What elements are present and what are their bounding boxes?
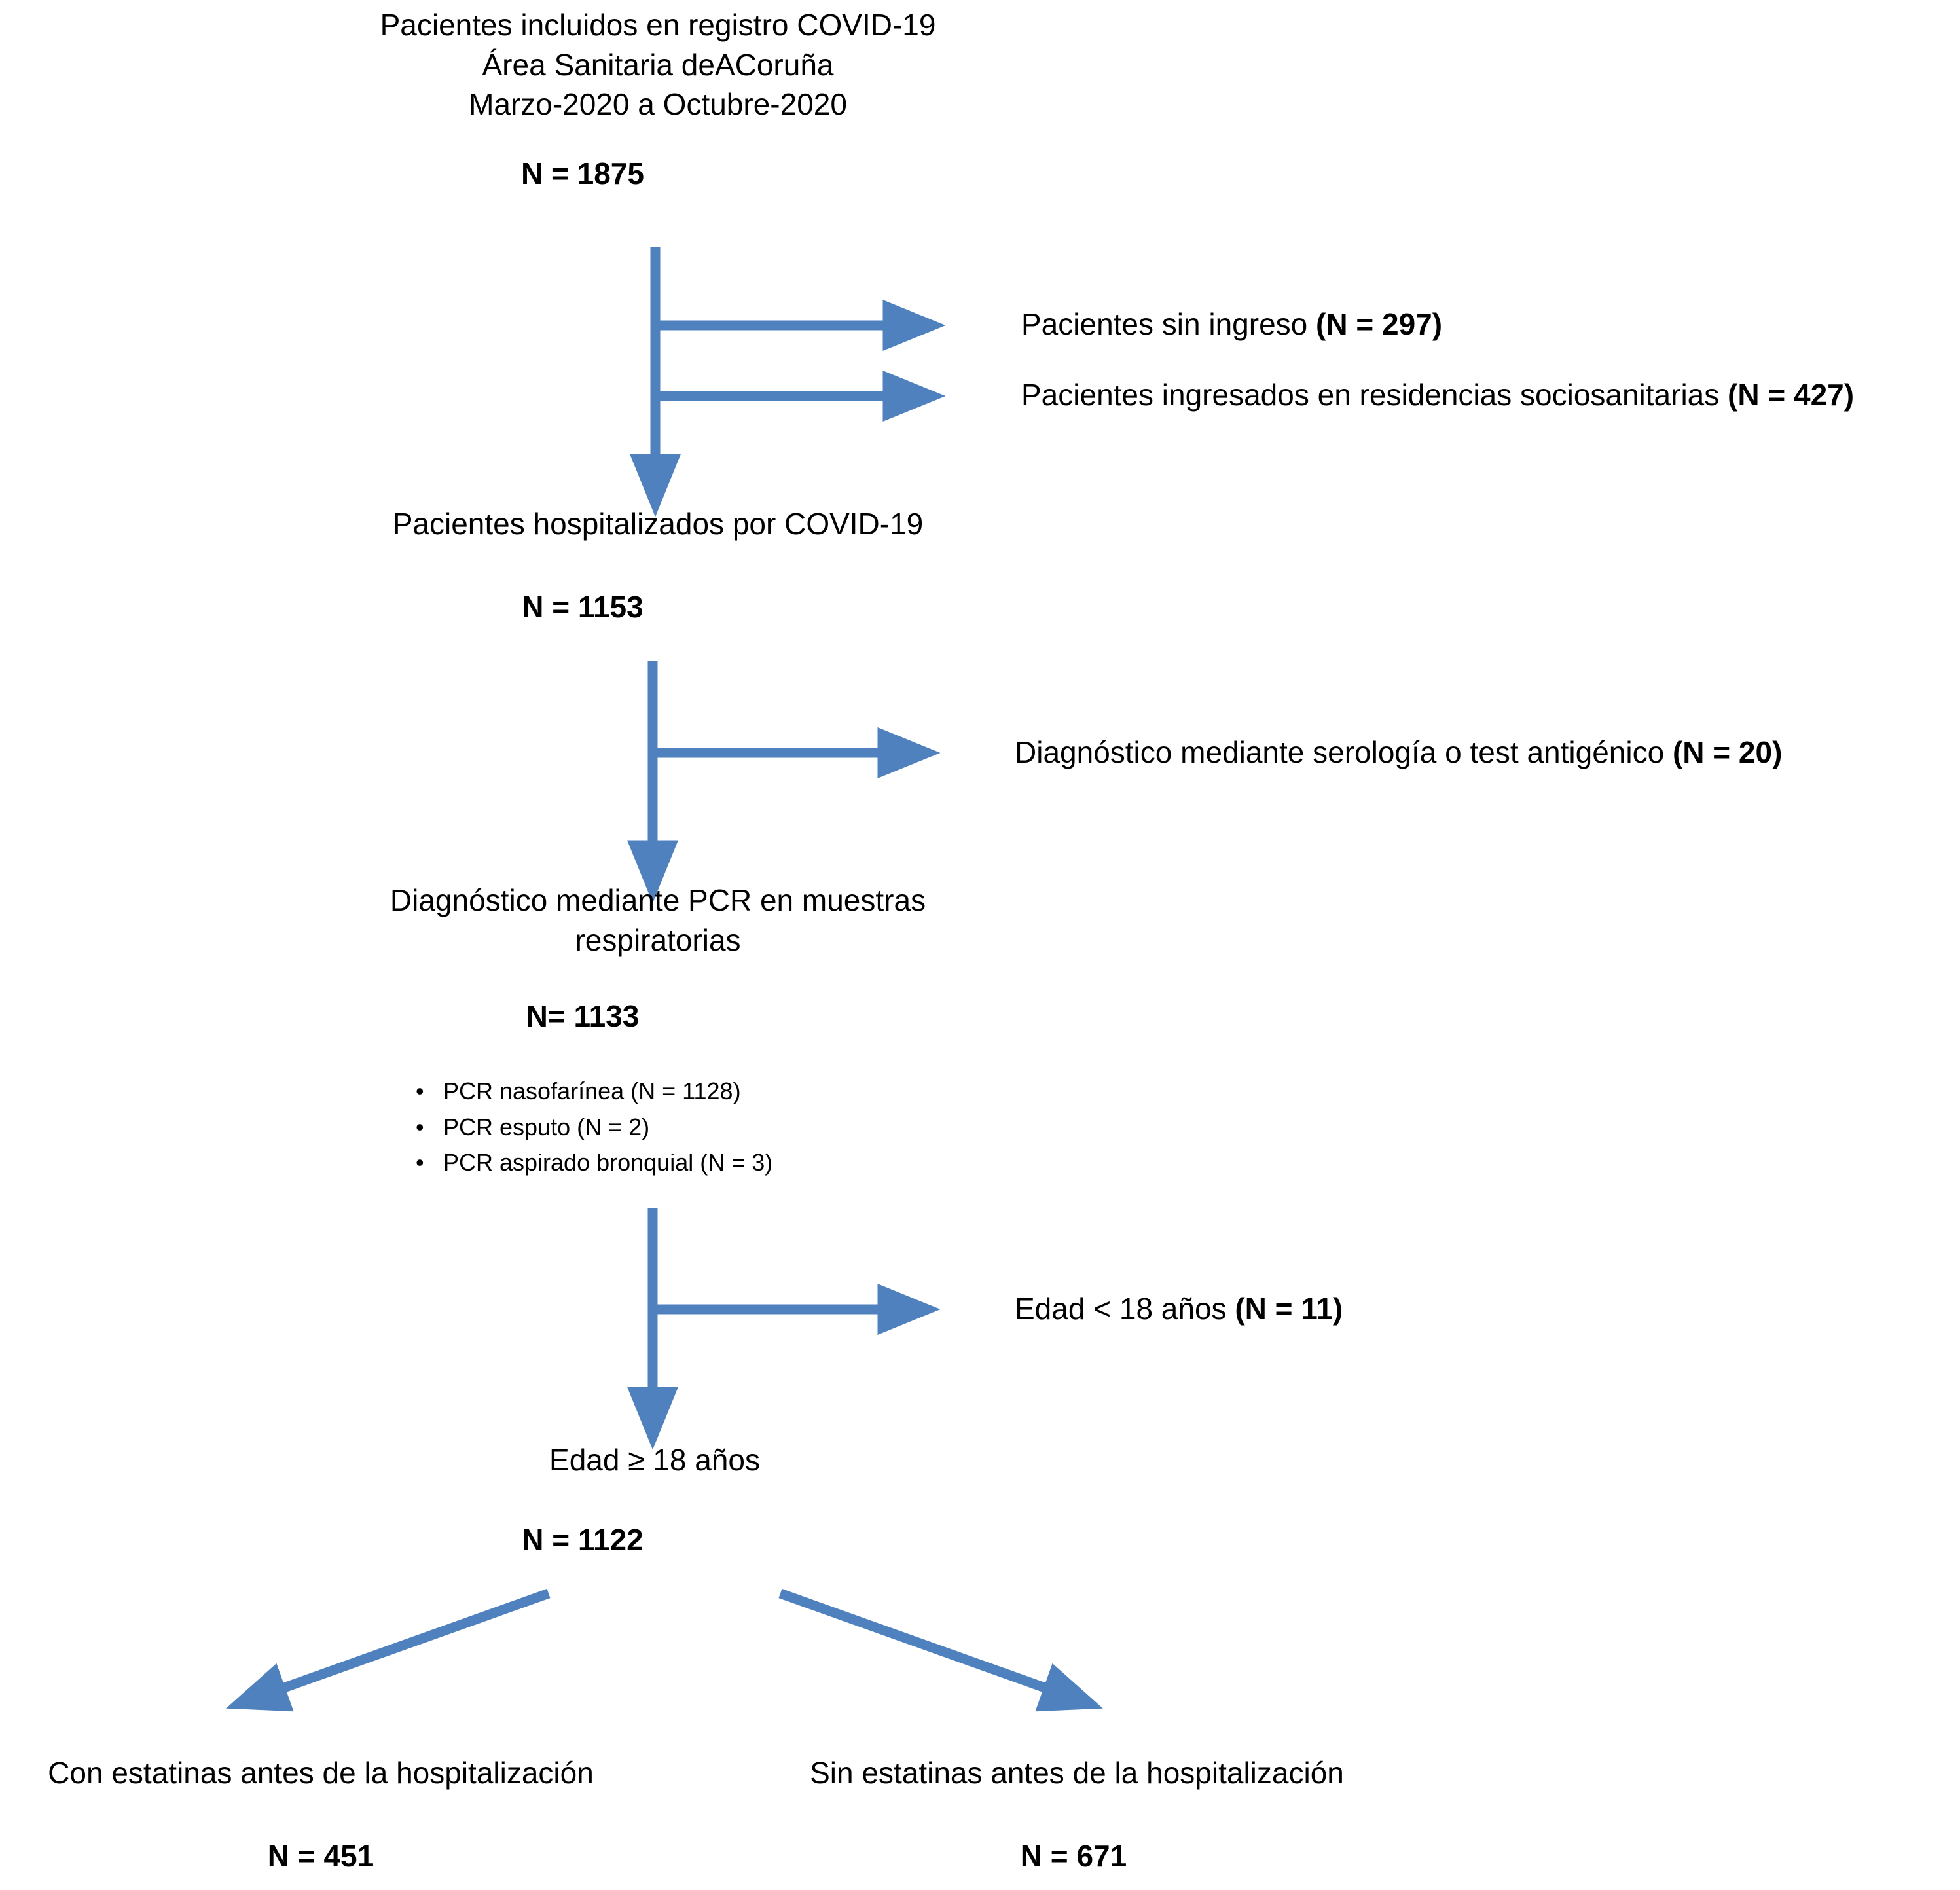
- node-hospitalized-text: Pacientes hospitalizados por COVID-19: [392, 507, 924, 541]
- list-item: • PCR aspirado bronquial (N = 3): [416, 1145, 772, 1181]
- connector-adults-to-statins-yes: [226, 1588, 551, 1712]
- node-registry-text: Pacientes incluidos en registro COVID-19…: [380, 8, 936, 122]
- bullet-icon: •: [416, 1113, 424, 1140]
- node-statins-yes-text: Con estatinas antes de la hospitalizació…: [48, 1756, 594, 1790]
- node-pcr-text: Diagnóstico mediante PCR en muestras res…: [390, 883, 926, 957]
- exclusion-no-admission: Pacientes sin ingreso (N = 297): [1021, 306, 1442, 342]
- exclusion-serology: Diagnóstico mediante serología o test an…: [1015, 735, 1782, 770]
- bullet-icon: •: [416, 1149, 424, 1176]
- exclusion-nursing-homes: Pacientes ingresados en residencias soci…: [1021, 377, 1854, 412]
- exclusion-no-admission-count: (N = 297): [1316, 307, 1443, 341]
- list-item: • PCR nasofarínea (N = 1128): [416, 1074, 772, 1110]
- node-adults-count: N = 1122: [522, 1523, 644, 1557]
- exclusion-underage: Edad < 18 años (N = 11): [1015, 1291, 1343, 1326]
- exclusion-underage-label: Edad < 18 años: [1015, 1292, 1235, 1326]
- node-statins-no-text: Sin estatinas antes de la hospitalizació…: [810, 1756, 1344, 1790]
- exclusion-no-admission-label: Pacientes sin ingreso: [1021, 307, 1316, 341]
- bullet-icon: •: [416, 1078, 424, 1104]
- list-item-label: PCR esputo (N = 2): [443, 1113, 650, 1140]
- node-statins-no-count: N = 671: [1020, 1839, 1127, 1873]
- list-item-label: PCR aspirado bronquial (N = 3): [443, 1149, 773, 1176]
- node-pcr-bullet-list: • PCR nasofarínea (N = 1128) • PCR esputo …: [416, 1074, 772, 1181]
- node-statins-yes-count: N = 451: [267, 1839, 374, 1873]
- node-adults-text: Edad ≥ 18 años: [549, 1443, 760, 1477]
- node-pcr-count: N= 1133: [526, 999, 640, 1033]
- node-registry-count: N = 1875: [521, 156, 644, 191]
- exclusion-serology-label: Diagnóstico mediante serología o test an…: [1015, 735, 1673, 769]
- list-item-label: PCR nasofarínea (N = 1128): [443, 1078, 741, 1104]
- node-hospitalized-count: N = 1153: [522, 590, 644, 624]
- exclusion-underage-count: (N = 11): [1235, 1292, 1343, 1326]
- exclusion-serology-count: (N = 20): [1672, 735, 1783, 769]
- exclusion-nursing-homes-label: Pacientes ingresados en residencias soci…: [1021, 378, 1728, 412]
- connector-adults-to-statins-no: [778, 1588, 1103, 1712]
- exclusion-nursing-homes-count: (N = 427): [1728, 378, 1855, 412]
- list-item: • PCR esputo (N = 2): [416, 1110, 772, 1146]
